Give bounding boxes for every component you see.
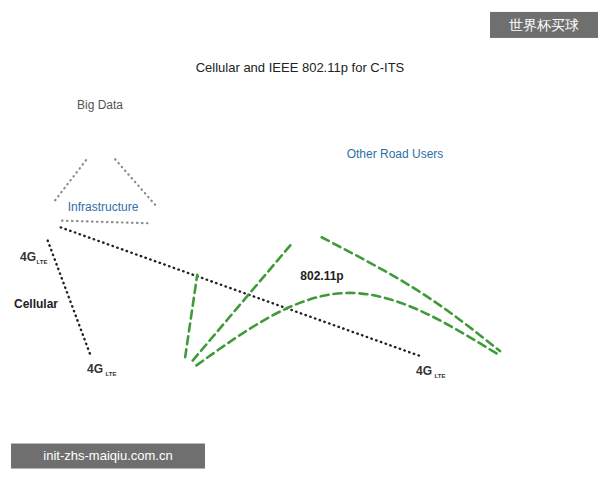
node-label: Big Data <box>77 99 123 113</box>
car-shape <box>28 332 333 432</box>
road-users-region: Other Road Users <box>282 79 488 285</box>
cell-tower-icon: 4GLTE <box>19 199 61 241</box>
dsrc-link <box>185 275 197 357</box>
traffic-light-icon <box>151 203 193 245</box>
link-label: Cellular <box>12 298 60 312</box>
node-label: Infrastructure <box>68 201 139 215</box>
node-label: Other Road Users <box>347 148 444 162</box>
v2x-unit-icon <box>169 358 197 386</box>
v2x-shape <box>182 238 218 274</box>
cellular-link <box>53 160 86 202</box>
cellular-link <box>62 221 150 224</box>
v2x-shape <box>287 210 323 246</box>
node-label: 4G <box>416 365 432 379</box>
vehicle: 4GLTE <box>368 332 596 432</box>
watermark: 世界杯买球 <box>490 12 598 38</box>
light-shape <box>151 203 193 245</box>
v2x-unit-icon <box>287 210 323 246</box>
node-label: 4G <box>87 363 103 377</box>
dsrc-link <box>322 237 500 351</box>
node-label: LTE <box>37 259 48 266</box>
tower-shape <box>19 199 61 241</box>
dsrc-link <box>193 242 293 360</box>
cellular-link <box>61 227 420 356</box>
roadside-unit-icon <box>182 238 218 274</box>
infrastructure-region: Big Data 4GLTE Infrastructure <box>0 70 208 286</box>
region-shape <box>282 79 488 285</box>
v2x-shape <box>498 346 526 374</box>
v2x-unit-icon <box>498 346 526 374</box>
watermark: init-zhs-maiqiu.com.cn <box>11 444 205 469</box>
node-label: 4G <box>20 251 36 265</box>
link-label: 802.11p <box>298 270 345 284</box>
car-shape <box>368 332 596 432</box>
server-shape <box>78 120 122 164</box>
big-data-icon: Big Data <box>78 120 122 164</box>
dsrc-link <box>196 293 498 366</box>
vehicle: 4GLTE <box>28 332 333 432</box>
node-label: LTE <box>435 373 446 380</box>
node-label: LTE <box>106 371 117 378</box>
v2x-shape <box>169 358 197 386</box>
diagram-title: Cellular and IEEE 802.11p for C-ITS <box>196 61 405 76</box>
